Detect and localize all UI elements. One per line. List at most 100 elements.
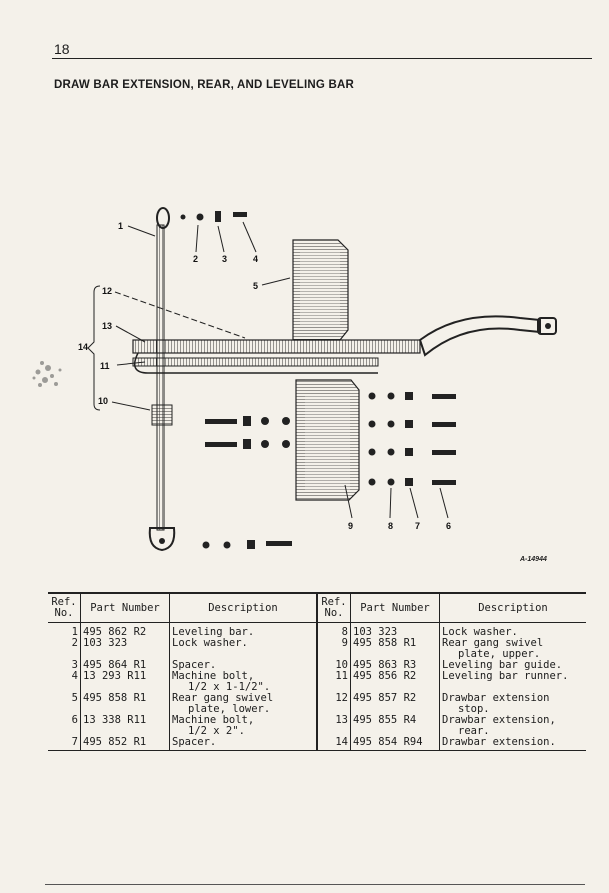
callout-5: 5 <box>253 281 258 291</box>
ref-number: 7 <box>48 737 81 751</box>
description-line: Drawbar extension, <box>442 714 556 726</box>
figure-id: A-14944 <box>520 556 547 563</box>
description-line: Lock washer. <box>172 637 248 649</box>
part-number: 495 855 R4 <box>350 715 440 737</box>
part-number: 13 338 R11 <box>80 715 170 737</box>
ref-number: 11 <box>316 671 351 693</box>
description-line: Spacer. <box>172 659 217 671</box>
description-line: Drawbar extension. <box>442 736 556 748</box>
ref-number: 9 <box>316 638 351 660</box>
part-description: Machine bolt,1/2 x 1-1/2". <box>169 670 317 693</box>
hardware-right <box>368 392 456 486</box>
header-ref-left: Ref. No. <box>48 593 81 623</box>
part-description: Machine bolt,1/2 x 2". <box>169 714 317 737</box>
leader-lines <box>87 221 449 519</box>
footer-rule <box>45 884 585 885</box>
description-continuation: 1/2 x 2". <box>188 725 245 737</box>
part-description: Leveling bar. <box>169 622 317 638</box>
leveling-bar-guide <box>151 404 173 426</box>
leveling-bar <box>148 207 176 552</box>
description-line: Machine bolt, <box>172 670 255 682</box>
part-number: 495 854 R94 <box>350 737 440 751</box>
callout-2: 2 <box>193 254 198 264</box>
part-number: 495 864 R1 <box>80 660 170 671</box>
part-description: Leveling bar guide. <box>439 659 586 671</box>
ref-number: 13 <box>316 715 351 737</box>
part-number: 495 856 R2 <box>350 671 440 693</box>
description-line: Leveling bar runner. <box>442 670 569 682</box>
ref-number: 4 <box>71 670 78 682</box>
part-description: Leveling bar runner. <box>439 670 586 693</box>
description-line: Lock washer. <box>442 626 518 638</box>
ref-number: 14 <box>316 737 351 751</box>
page-number: 18 <box>54 41 70 57</box>
callout-9: 9 <box>348 521 353 531</box>
page-title: DRAW BAR EXTENSION, REAR, AND LEVELING B… <box>54 79 354 91</box>
description-line: Leveling bar guide. <box>442 659 563 671</box>
callout-labels: 1 2 3 4 5 6 7 8 9 10 11 12 13 14 <box>78 221 451 531</box>
part-number: 495 857 R2 <box>350 693 440 715</box>
description-continuation: plate, lower. <box>188 703 271 715</box>
callout-13: 13 <box>102 321 112 331</box>
hardware-bottom <box>202 540 292 549</box>
part-description: Lock washer. <box>439 622 586 638</box>
parts-table: Ref. No. Part Number Description Ref. No… <box>48 592 586 751</box>
description-continuation: 1/2 x 1-1/2". <box>188 681 271 693</box>
callout-8: 8 <box>388 521 393 531</box>
description-line: Rear gang swivel <box>442 637 544 649</box>
description-continuation: plate, upper. <box>458 648 541 660</box>
lower-swivel-plate <box>295 379 360 501</box>
ref-number: 5 <box>71 692 78 704</box>
ref-number: 12 <box>316 693 351 715</box>
drawbar-extension <box>132 315 557 374</box>
ref-number: 8 <box>316 622 351 638</box>
callout-4: 4 <box>253 254 258 264</box>
part-number: 103 323 <box>80 638 170 660</box>
part-description: Drawbar extension. <box>439 736 586 751</box>
scan-smudge <box>32 361 62 387</box>
part-description: Spacer. <box>169 659 317 671</box>
part-description: Lock washer. <box>169 637 317 660</box>
part-number: 495 852 R1 <box>80 737 170 751</box>
callout-6: 6 <box>446 521 451 531</box>
callout-10: 10 <box>98 396 108 406</box>
header-part-right: Part Number <box>350 593 440 623</box>
part-number: 495 862 R2 <box>80 622 170 638</box>
callout-12: 12 <box>102 286 112 296</box>
table-header-row: Ref. No. Part Number Description Ref. No… <box>48 593 586 623</box>
description-continuation: rear. <box>458 725 490 737</box>
header-desc-right: Description <box>439 593 586 623</box>
ref-number: 1 <box>71 626 78 638</box>
callout-14: 14 <box>78 342 88 352</box>
ref-number: 10 <box>316 660 351 671</box>
part-description: Spacer. <box>169 737 317 751</box>
callout-11: 11 <box>100 361 110 371</box>
callout-7: 7 <box>415 521 420 531</box>
callout-3: 3 <box>222 254 227 264</box>
header-rule <box>52 58 592 59</box>
part-number: 495 863 R3 <box>350 660 440 671</box>
part-number: 103 323 <box>350 622 440 638</box>
ref-number: 2 <box>71 637 78 649</box>
part-description: Drawbar extension,rear. <box>439 714 586 737</box>
header-ref-right: Ref. No. <box>316 593 351 623</box>
description-line: Leveling bar. <box>172 626 255 638</box>
description-line: Rear gang swivel <box>172 692 274 704</box>
part-number: 495 858 R1 <box>350 638 440 660</box>
header-part-left: Part Number <box>80 593 170 623</box>
callout-1: 1 <box>118 221 123 231</box>
exploded-parts-diagram: 1 2 3 4 5 6 7 8 9 10 11 12 13 14 <box>32 207 557 552</box>
description-line: Machine bolt, <box>172 714 255 726</box>
hardware-middle <box>205 416 290 449</box>
part-number: 495 858 R1 <box>80 693 170 715</box>
